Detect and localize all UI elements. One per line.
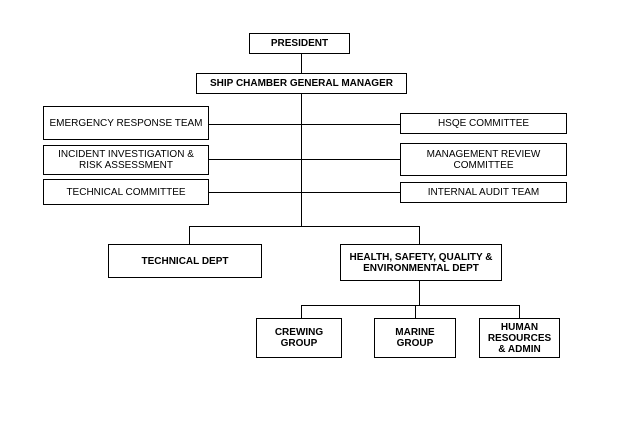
hsqe-dept-box: HEALTH, SAFETY, QUALITY & ENVIRONMENTAL … [340, 244, 502, 281]
internal-audit-team-box: INTERNAL AUDIT TEAM [400, 182, 567, 203]
president-box: PRESIDENT [249, 33, 350, 54]
crewing-group-box: CREWING GROUP [256, 318, 342, 358]
incident-investigation-box: INCIDENT INVESTIGATION & RISK ASSESSMENT [43, 145, 209, 175]
technical-dept-box: TECHNICAL DEPT [108, 244, 262, 278]
management-review-committee-box: MANAGEMENT REVIEW COMMITTEE [400, 143, 567, 176]
hsqe-committee-box: HSQE COMMITTEE [400, 113, 567, 134]
human-resources-admin-box: HUMAN RESOURCES & ADMIN [479, 318, 560, 358]
technical-committee-box: TECHNICAL COMMITTEE [43, 179, 209, 205]
emergency-response-team-box: EMERGENCY RESPONSE TEAM [43, 106, 209, 140]
general-manager-box: SHIP CHAMBER GENERAL MANAGER [196, 73, 407, 94]
marine-group-box: MARINE GROUP [374, 318, 456, 358]
